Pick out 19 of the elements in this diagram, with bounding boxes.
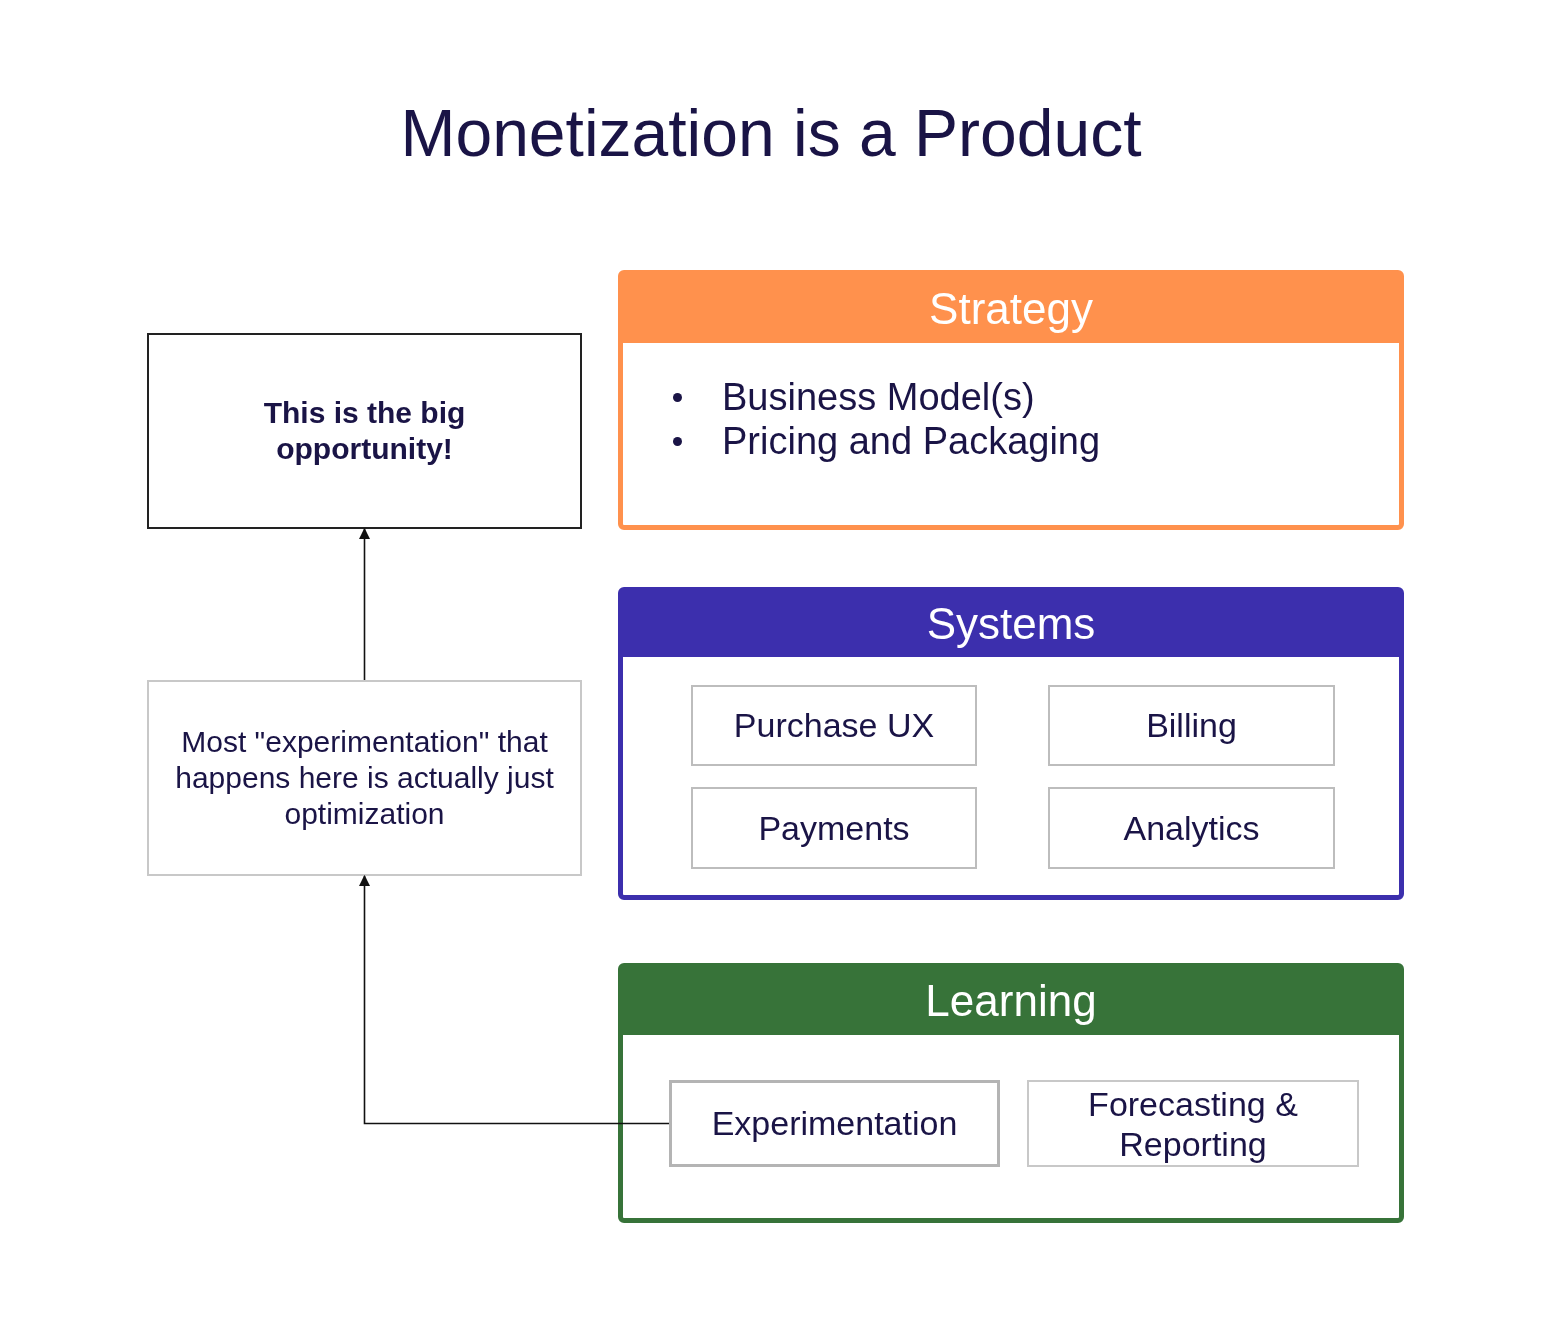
note-box: Most "experimentation" that happens here is actually just optimization xyxy=(147,680,582,876)
arrow xyxy=(358,527,371,681)
section-panel xyxy=(618,270,1404,530)
section-header: Strategy xyxy=(622,274,1400,343)
bullet-text: Business Model(s) xyxy=(722,375,1035,419)
bullet-text: Pricing and Packaging xyxy=(722,419,1101,463)
item-box: Billing xyxy=(1048,685,1335,766)
item-box: Forecasting & Reporting xyxy=(1027,1080,1359,1167)
arrow xyxy=(358,874,670,1125)
section-header: Learning xyxy=(622,967,1400,1035)
item-box: Experimentation xyxy=(669,1080,1000,1167)
section-panel xyxy=(618,963,1404,1223)
diagram-title: Monetization is a Product xyxy=(399,95,1143,172)
item-box: Payments xyxy=(691,787,977,869)
item-box: Purchase UX xyxy=(691,685,977,766)
section-header: Systems xyxy=(622,591,1400,657)
callout-box: This is the big opportunity! xyxy=(147,333,582,529)
item-box: Analytics xyxy=(1048,787,1335,869)
section-panel xyxy=(618,587,1404,900)
